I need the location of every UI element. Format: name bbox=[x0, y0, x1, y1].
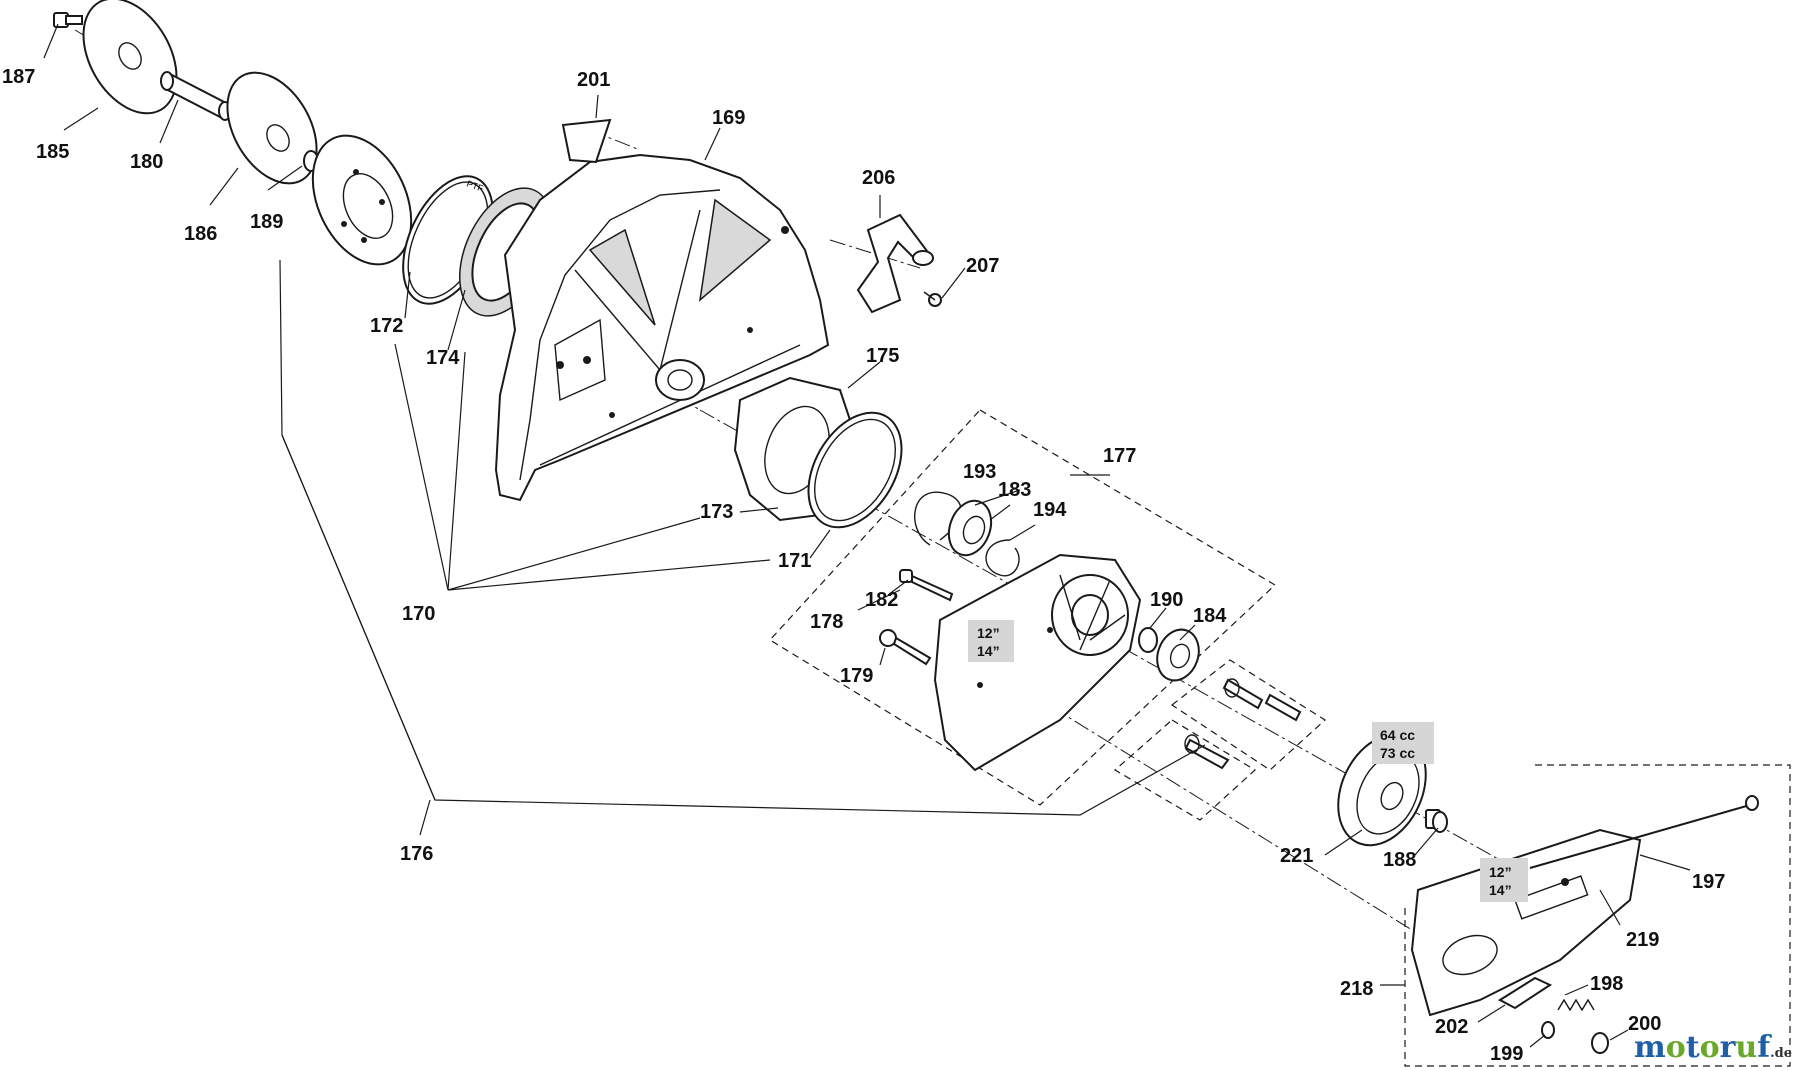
part-194-circlip bbox=[985, 539, 1020, 577]
label-201: 201 bbox=[577, 69, 610, 91]
part-170-bearing-flange bbox=[311, 134, 413, 266]
leader-lines bbox=[43, 23, 1691, 1048]
part-190-washer bbox=[1138, 627, 1158, 653]
label-200: 200 bbox=[1628, 1013, 1661, 1035]
label-173: 173 bbox=[700, 501, 733, 523]
part-169-blade-guard bbox=[494, 153, 830, 502]
label-198: 198 bbox=[1590, 973, 1623, 995]
part-206-guard-handle bbox=[856, 213, 934, 314]
label-202: 202 bbox=[1435, 1016, 1468, 1038]
label-218: 218 bbox=[1340, 978, 1373, 1000]
label-183: 183 bbox=[998, 479, 1031, 501]
cover-size-line2: 14” bbox=[1489, 882, 1512, 898]
label-185: 185 bbox=[36, 141, 69, 163]
part-207-screw bbox=[923, 291, 942, 307]
logo-domain: .de bbox=[1770, 1046, 1792, 1061]
part-202-plate bbox=[1498, 976, 1553, 1010]
label-206: 206 bbox=[862, 167, 895, 189]
arm-size-tag: 12” 14” bbox=[968, 620, 1014, 662]
tensioner-boundary bbox=[1170, 659, 1326, 771]
label-176: 176 bbox=[400, 843, 433, 865]
label-193: 193 bbox=[963, 461, 996, 483]
label-207: 207 bbox=[966, 255, 999, 277]
label-184: 184 bbox=[1193, 605, 1227, 627]
cover-size-tag: 12” 14” bbox=[1480, 858, 1528, 902]
part-197-tension-rod bbox=[1529, 795, 1759, 869]
part-184-bearing bbox=[1156, 628, 1200, 682]
label-174: 174 bbox=[426, 347, 460, 369]
label-172: 172 bbox=[370, 315, 403, 337]
part-219-belt-guard bbox=[1410, 828, 1642, 1017]
part-187-screw bbox=[53, 12, 83, 28]
group-218-boundary bbox=[1404, 764, 1791, 1067]
pulley-cc-tag: 64 cc 73 cc bbox=[1372, 722, 1434, 764]
label-186: 186 bbox=[184, 223, 217, 245]
part-199-nut bbox=[1541, 1021, 1555, 1039]
pulley-cc-line2: 73 cc bbox=[1380, 745, 1415, 761]
part-185-outer-flange bbox=[82, 0, 178, 115]
part-188-bolt bbox=[1425, 809, 1448, 833]
label-194: 194 bbox=[1033, 499, 1067, 521]
pulley-cc-line1: 64 cc bbox=[1380, 727, 1415, 743]
label-182: 182 bbox=[865, 589, 898, 611]
part-198-spring bbox=[1557, 998, 1595, 1012]
part-201-guard-cap bbox=[561, 118, 612, 164]
part-labels: 187 185 180 186 189 201 169 206 207 172 … bbox=[2, 66, 1725, 1065]
arm-size-line2: 14” bbox=[977, 643, 1000, 659]
label-169: 169 bbox=[712, 107, 745, 129]
label-197: 197 bbox=[1692, 871, 1725, 893]
label-170: 170 bbox=[402, 603, 435, 625]
logo-text: motoruf bbox=[1633, 1030, 1771, 1065]
label-190: 190 bbox=[1150, 589, 1183, 611]
group-177-boundary bbox=[769, 409, 1276, 806]
motoruf-logo: motoruf.de bbox=[1634, 1030, 1792, 1065]
part-171-ring bbox=[807, 411, 903, 529]
part-186-inner-flange bbox=[226, 71, 318, 185]
part-arm-body bbox=[933, 553, 1142, 772]
label-189: 189 bbox=[250, 211, 283, 233]
label-171: 171 bbox=[778, 550, 811, 572]
label-175: 175 bbox=[866, 345, 899, 367]
tensioner-boundary-lower bbox=[1113, 719, 1256, 821]
label-199: 199 bbox=[1490, 1043, 1523, 1065]
label-178: 178 bbox=[810, 611, 843, 633]
arm-size-line1: 12” bbox=[977, 625, 1000, 641]
tensioner-springs bbox=[1184, 678, 1302, 770]
label-187: 187 bbox=[2, 66, 35, 88]
part-200-nut bbox=[1591, 1032, 1609, 1054]
label-179: 179 bbox=[840, 665, 873, 687]
part-183-bearing bbox=[947, 499, 993, 557]
label-177: 177 bbox=[1103, 445, 1136, 467]
label-221: 221 bbox=[1280, 845, 1313, 867]
cover-size-line1: 12” bbox=[1489, 864, 1512, 880]
label-188: 188 bbox=[1383, 849, 1416, 871]
label-219: 219 bbox=[1626, 929, 1659, 951]
label-180: 180 bbox=[130, 151, 163, 173]
part-179-screw bbox=[879, 629, 932, 666]
part-182-screw bbox=[899, 569, 954, 602]
